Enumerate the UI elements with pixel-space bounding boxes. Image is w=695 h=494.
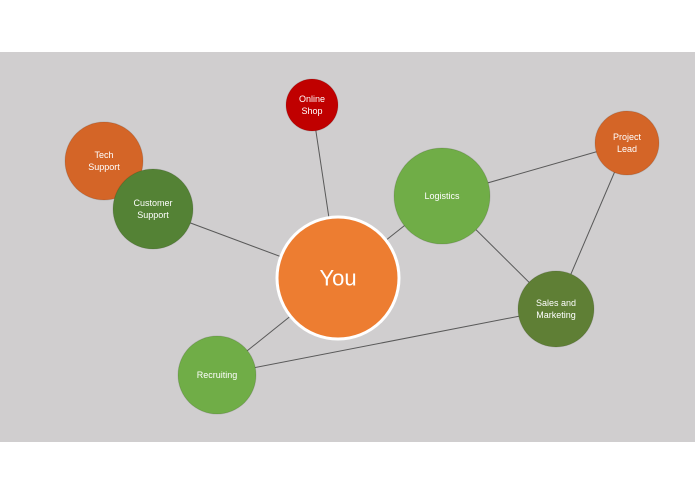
edge-recruiting-sales-marketing [216, 308, 557, 376]
node-recruiting: Recruiting [177, 335, 257, 415]
node-tech-support-label: Tech [94, 150, 113, 160]
node-logistics: Logistics [393, 147, 491, 245]
node-you: You [275, 215, 401, 341]
node-customer-support-circle [112, 168, 194, 250]
node-online-shop-label: Shop [301, 106, 322, 116]
node-recruiting-circle [177, 335, 257, 415]
node-project-lead-label: Project [613, 132, 642, 142]
node-online-shop-label: Online [299, 94, 325, 104]
node-online-shop-circle [285, 78, 339, 132]
node-project-lead-label: Lead [617, 144, 637, 154]
node-logistics-label: Logistics [424, 191, 460, 201]
node-recruiting-label: Recruiting [197, 370, 238, 380]
node-logistics-circle [393, 147, 491, 245]
node-project-lead-circle [594, 110, 660, 176]
node-tech-support-label: Support [88, 162, 120, 172]
node-sales-marketing-circle [517, 270, 595, 348]
node-customer-support-label: Customer [133, 198, 172, 208]
node-you-circle [275, 215, 401, 341]
node-you-label: You [319, 266, 356, 291]
node-customer-support-label: Support [137, 210, 169, 220]
node-sales-marketing-label: Marketing [536, 310, 576, 320]
node-tech-support-circle [64, 121, 144, 201]
node-sales-marketing-label: Sales and [536, 298, 576, 308]
